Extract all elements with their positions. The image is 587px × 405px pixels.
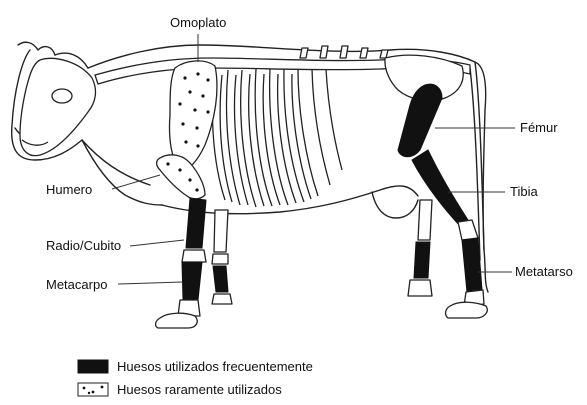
ribcage [212, 69, 342, 207]
legend-swatch-frequent [78, 360, 108, 373]
label-humero: Humero [46, 182, 92, 197]
front-leg [156, 198, 232, 328]
legend: Huesos utilizados frecuentemente Huesos … [78, 359, 313, 397]
legend-frequent-label: Huesos utilizados frecuentemente [117, 359, 313, 374]
label-omoplato: Omoplato [170, 15, 226, 30]
label-tibia: Tibia [510, 184, 538, 199]
humerus [157, 155, 205, 199]
legend-swatch-rare [78, 383, 108, 396]
label-radio-cubito: Radio/Cubito [46, 238, 121, 253]
label-femur: Fémur [520, 120, 558, 135]
label-metacarpo: Metacarpo [46, 277, 107, 292]
label-metatarso: Metatarso [515, 264, 573, 279]
skull [20, 58, 95, 155]
legend-rare-label: Huesos raramente utilizados [117, 382, 282, 397]
